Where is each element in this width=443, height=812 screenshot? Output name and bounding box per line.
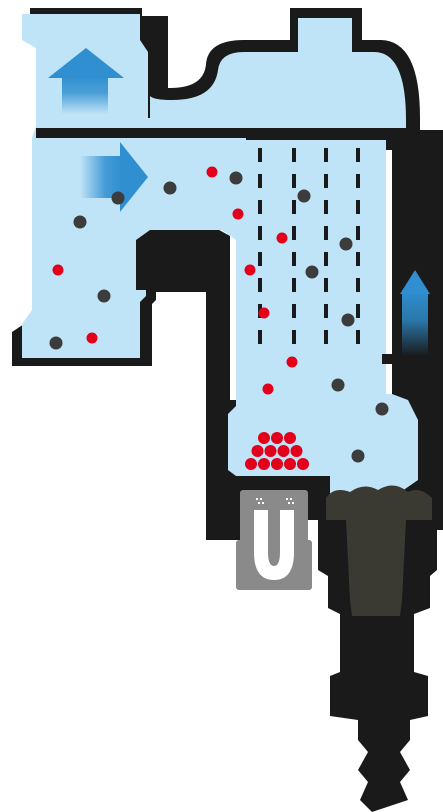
dirt-particle xyxy=(297,189,311,203)
magnetite-cluster xyxy=(245,432,309,470)
magnetite-particle xyxy=(284,458,296,470)
flow-arrow-up-icon xyxy=(48,48,124,114)
magnetite-particle xyxy=(297,458,309,470)
mesh-dash xyxy=(356,304,360,318)
mesh-dash xyxy=(324,174,328,188)
water-lower-chamber xyxy=(228,394,418,498)
water-upper-chamber xyxy=(22,18,406,394)
dirt-particle xyxy=(341,313,355,327)
flow-arrow-right-icon xyxy=(80,142,148,212)
baffle-plate xyxy=(394,138,402,360)
mesh-columns xyxy=(258,148,360,344)
dirt-particle xyxy=(339,237,353,251)
mesh-dash xyxy=(324,330,328,344)
magnetite-particle xyxy=(245,458,257,470)
dirt-particle xyxy=(49,336,63,350)
mesh-dash xyxy=(356,200,360,214)
magnetite-particle xyxy=(52,264,64,276)
mesh-dash xyxy=(258,330,262,344)
dirt-particle xyxy=(163,181,177,195)
magnetite-particle xyxy=(271,458,283,470)
magnetite-particle xyxy=(284,432,296,444)
mesh-dash xyxy=(324,278,328,292)
mesh-dash xyxy=(258,252,262,266)
magnetite-particle xyxy=(86,332,98,344)
mesh-dash xyxy=(356,226,360,240)
particles xyxy=(49,166,389,463)
magnetite-particle xyxy=(258,432,270,444)
mesh-top-bar xyxy=(246,132,416,140)
mesh-dash xyxy=(292,278,296,292)
magnetite-particle xyxy=(258,307,270,319)
mesh-dash xyxy=(292,252,296,266)
mesh-dash xyxy=(324,148,328,162)
mesh-baffle xyxy=(246,132,416,364)
magnetite-particle xyxy=(276,232,288,244)
mesh-dash xyxy=(292,200,296,214)
magnetite-particle xyxy=(206,166,218,178)
mesh-dash xyxy=(324,226,328,240)
outer-whitespace-right xyxy=(437,570,443,812)
channel-divider xyxy=(36,128,420,138)
water-regions xyxy=(0,14,443,812)
baffle-foot xyxy=(382,354,404,364)
magnetite-particle xyxy=(264,445,277,457)
magnetite-particle xyxy=(244,264,256,276)
magnetite-particle xyxy=(258,458,270,470)
dirt-particle xyxy=(375,402,389,416)
body-drain-valve xyxy=(318,500,437,812)
dirt-particle xyxy=(73,215,87,229)
flow-arrow-up-icon xyxy=(400,270,430,356)
mesh-dash xyxy=(258,278,262,292)
mesh-dash xyxy=(356,148,360,162)
outer-whitespace xyxy=(0,366,206,812)
mesh-dash xyxy=(324,200,328,214)
dirt-particle xyxy=(97,289,111,303)
magnetite-particle xyxy=(290,445,303,457)
mesh-dash xyxy=(292,148,296,162)
mesh-dash xyxy=(356,330,360,344)
mesh-dash xyxy=(258,226,262,240)
magnetite-particle xyxy=(271,432,283,444)
magnetite-particle xyxy=(286,356,298,368)
mesh-dash xyxy=(292,330,296,344)
sludge-channel xyxy=(352,520,400,616)
dirt-particle xyxy=(229,171,243,185)
mesh-dash xyxy=(258,148,262,162)
mesh-dash xyxy=(324,252,328,266)
mesh-dash xyxy=(292,304,296,318)
magnetite-particle xyxy=(277,445,290,457)
dirt-particle xyxy=(111,191,125,205)
mesh-dash xyxy=(356,278,360,292)
magnetite-particle xyxy=(232,208,244,220)
mesh-dash xyxy=(258,174,262,188)
dirt-particle xyxy=(305,265,319,279)
mesh-dash xyxy=(258,200,262,214)
magnetite-particle xyxy=(251,445,264,457)
magnet-icon xyxy=(236,490,312,590)
mesh-dash xyxy=(292,174,296,188)
magnetite-particle xyxy=(262,383,274,395)
dirt-particle xyxy=(351,449,365,463)
mesh-dash xyxy=(324,304,328,318)
dirt-particle xyxy=(331,378,345,392)
mesh-dash xyxy=(356,252,360,266)
mesh-dash xyxy=(356,174,360,188)
mesh-dash xyxy=(292,226,296,240)
